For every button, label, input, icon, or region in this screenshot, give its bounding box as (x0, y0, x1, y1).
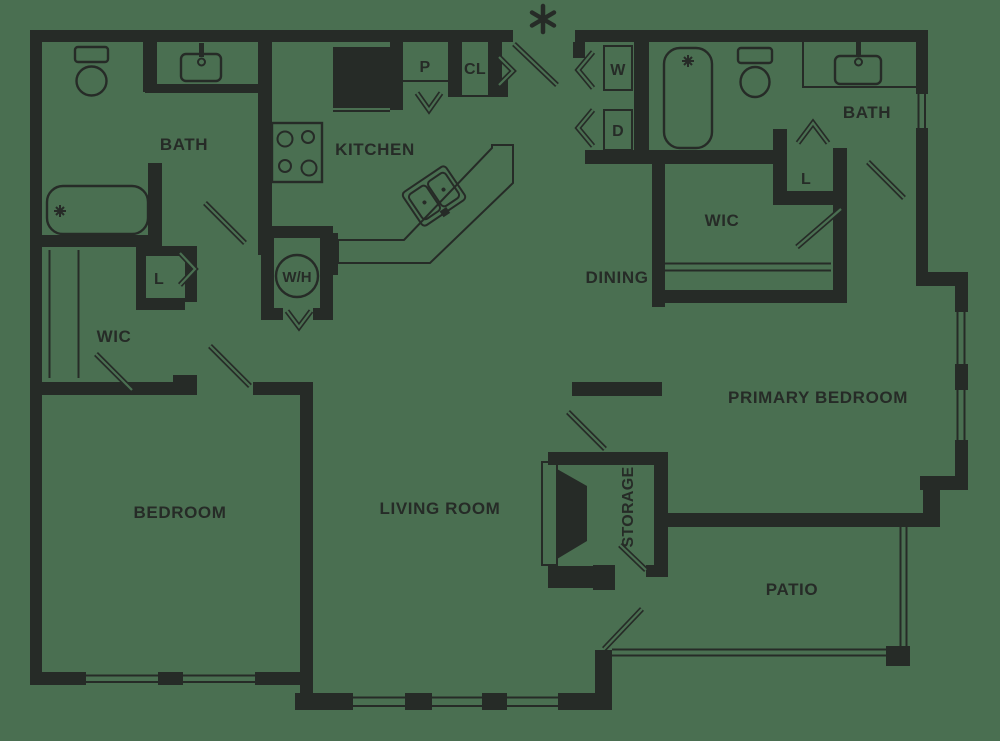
label-washer: W (610, 62, 626, 79)
label-kitchen: KITCHEN (335, 140, 415, 159)
fireplace-icon (541, 461, 612, 588)
label-living-room: LIVING ROOM (380, 499, 501, 518)
label-dining: DINING (585, 268, 648, 287)
toilet-icon (736, 46, 774, 99)
label-water-heater: W/H (282, 269, 311, 286)
label-entry-closet: CL (464, 61, 486, 78)
label-patio: PATIO (766, 580, 818, 599)
closet-rod (48, 250, 831, 378)
washer-box (603, 45, 633, 91)
bathtub-icon (662, 46, 714, 150)
walls (30, 30, 968, 710)
label-pantry: P (420, 59, 431, 76)
bathtub-icon (45, 184, 150, 236)
kitchen-sink-icon (401, 165, 467, 227)
entry-marker-icon (529, 3, 557, 35)
door-swing-icon (94, 42, 906, 651)
label-bath-left: BATH (160, 135, 208, 154)
toilet-icon (73, 45, 110, 97)
room-labels: BATH KITCHEN P CL W D BATH L WIC DINING … (97, 59, 908, 599)
sink-icon (179, 43, 223, 83)
label-bedroom: BEDROOM (134, 503, 227, 522)
stove-icon (270, 121, 324, 184)
water-heater-icon (274, 253, 320, 299)
label-linen-left: L (154, 271, 164, 288)
bifold-door-icon (177, 50, 831, 332)
label-wic-right: WIC (705, 211, 740, 230)
dryer-box (603, 109, 633, 151)
label-primary-bedroom: PRIMARY BEDROOM (728, 388, 908, 407)
label-wic-left: WIC (97, 327, 132, 346)
refrigerator-icon (333, 47, 390, 112)
window-icon (86, 94, 966, 707)
kitchen-counter (337, 80, 514, 264)
label-linen-right: L (801, 171, 811, 188)
label-storage: STORAGE (620, 467, 637, 548)
patio-railing (612, 527, 908, 657)
sink-icon (802, 42, 916, 88)
label-bath-right: BATH (843, 103, 891, 122)
label-dryer: D (612, 123, 624, 140)
